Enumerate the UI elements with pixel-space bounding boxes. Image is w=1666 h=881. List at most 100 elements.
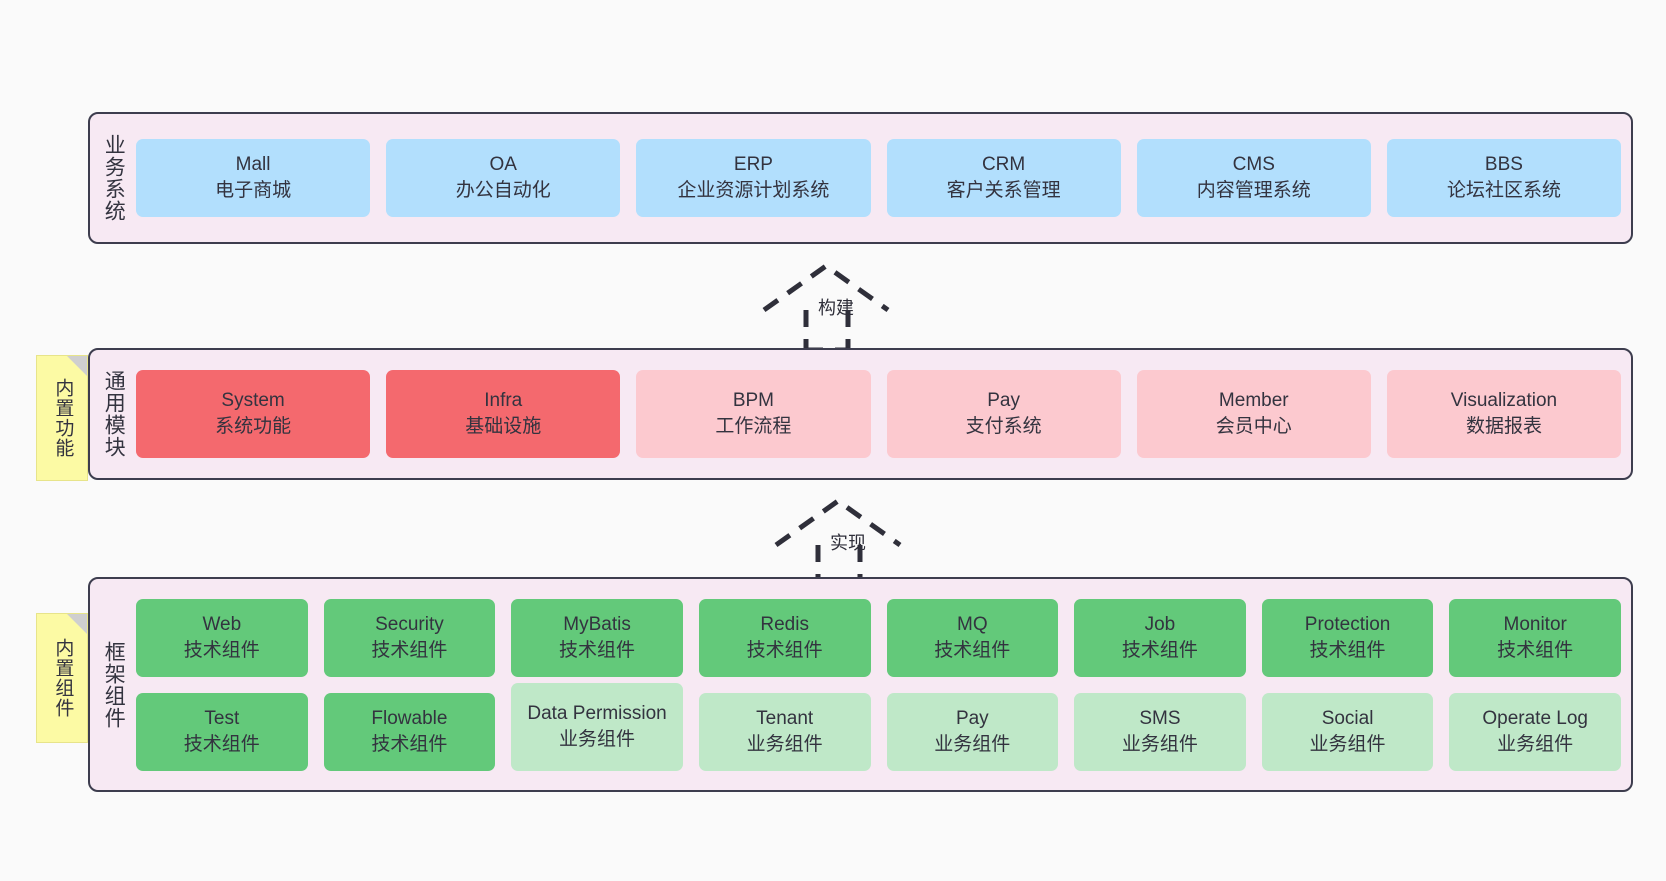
node-sms[interactable]: SMS 业务组件 — [1074, 692, 1246, 771]
node-cms-desc: 内容管理系统 — [1196, 180, 1311, 201]
node-flowable-desc: 技术组件 — [371, 733, 448, 755]
node-tenant-desc: 业务组件 — [746, 733, 823, 755]
node-sms-name: SMS — [1139, 707, 1181, 729]
node-job-desc: 技术组件 — [1121, 639, 1198, 661]
node-system[interactable]: System 系统功能 — [136, 370, 371, 458]
node-data-permission-name: Data Permission — [527, 702, 667, 724]
node-member[interactable]: Member 会员中心 — [1136, 370, 1371, 458]
node-test-desc: 技术组件 — [183, 733, 260, 755]
node-job[interactable]: Job 技术组件 — [1074, 598, 1246, 677]
note-fold-icon — [67, 356, 87, 376]
node-job-name: Job — [1144, 613, 1176, 635]
node-social[interactable]: Social 业务组件 — [1261, 692, 1434, 771]
framework-biz-row: Test 技术组件 Flowable 技术组件 Data Permission … — [136, 682, 1621, 771]
connector-implement: 实现 — [772, 497, 922, 590]
node-pay-component[interactable]: Pay 业务组件 — [886, 692, 1059, 771]
note-fold-icon — [67, 614, 87, 634]
node-oa[interactable]: OA 办公自动化 — [386, 139, 621, 217]
node-pay-module[interactable]: Pay 支付系统 — [886, 370, 1121, 458]
node-bbs[interactable]: BBS 论坛社区系统 — [1386, 139, 1622, 217]
node-oa-name: OA — [489, 154, 517, 176]
node-test-name: Test — [204, 707, 240, 729]
node-mall-desc: 电子商城 — [215, 180, 292, 201]
node-bbs-desc: 论坛社区系统 — [1446, 180, 1561, 201]
node-pay-module-name: Pay — [987, 390, 1020, 412]
node-social-name: Social — [1321, 707, 1374, 729]
node-member-name: Member — [1218, 390, 1289, 412]
node-infra[interactable]: Infra 基础设施 — [386, 370, 621, 458]
common-module-node-row: System 系统功能 Infra 基础设施 BPM 工作流程 Pay 支付系统… — [136, 370, 1622, 458]
framework-tech-row: Web 技术组件 Security 技术组件 MyBatis 技术组件 Redi… — [136, 598, 1621, 677]
node-cms-name: CMS — [1232, 154, 1275, 176]
node-web[interactable]: Web 技术组件 — [136, 598, 308, 677]
node-monitor-desc: 技术组件 — [1497, 639, 1574, 661]
node-operate-log-name: Operate Log — [1482, 707, 1588, 729]
node-visualization[interactable]: Visualization 数据报表 — [1386, 370, 1622, 458]
node-pay-module-desc: 支付系统 — [965, 416, 1042, 437]
node-infra-name: Infra — [484, 390, 523, 412]
node-mq-desc: 技术组件 — [934, 639, 1011, 661]
node-security-name: Security — [375, 613, 444, 635]
node-test[interactable]: Test 技术组件 — [136, 692, 308, 771]
node-bpm[interactable]: BPM 工作流程 — [636, 370, 871, 458]
node-visualization-desc: 数据报表 — [1465, 416, 1542, 437]
node-cms[interactable]: CMS 内容管理系统 — [1136, 139, 1371, 217]
node-crm-name: CRM — [981, 154, 1026, 176]
note-builtin-function-label: 内置功能 — [52, 378, 74, 458]
build-arrowhead — [762, 262, 890, 313]
node-sms-desc: 业务组件 — [1121, 733, 1198, 755]
layer-framework-component: 框架组件 Web 技术组件 Security 技术组件 MyBatis 技术组件… — [88, 577, 1633, 792]
node-operate-log[interactable]: Operate Log 业务组件 — [1449, 692, 1621, 771]
node-pay-component-desc: 业务组件 — [934, 733, 1011, 755]
node-bpm-name: BPM — [732, 390, 775, 412]
layer-common-module: 通用模块 System 系统功能 Infra 基础设施 BPM 工作流程 Pay… — [88, 348, 1633, 480]
node-monitor-name: Monitor — [1503, 613, 1567, 635]
node-flowable[interactable]: Flowable 技术组件 — [323, 692, 496, 771]
node-data-permission-desc: 业务组件 — [559, 728, 636, 750]
node-mall-name: Mall — [235, 154, 271, 176]
node-system-name: System — [221, 390, 285, 412]
node-erp-name: ERP — [733, 154, 773, 176]
node-crm-desc: 客户关系管理 — [946, 180, 1061, 201]
node-pay-component-name: Pay — [955, 707, 989, 729]
node-mall[interactable]: Mall 电子商城 — [136, 139, 371, 217]
node-oa-desc: 办公自动化 — [455, 180, 551, 201]
node-protection[interactable]: Protection 技术组件 — [1261, 598, 1434, 677]
node-bpm-desc: 工作流程 — [715, 416, 792, 437]
node-mq[interactable]: MQ 技术组件 — [886, 598, 1059, 677]
node-erp-desc: 企业资源计划系统 — [677, 180, 830, 201]
node-security[interactable]: Security 技术组件 — [323, 598, 496, 677]
node-erp[interactable]: ERP 企业资源计划系统 — [636, 139, 871, 217]
node-protection-desc: 技术组件 — [1309, 639, 1386, 661]
node-social-desc: 业务组件 — [1309, 733, 1386, 755]
node-visualization-name: Visualization — [1450, 390, 1558, 412]
node-web-name: Web — [202, 613, 242, 635]
connector-build: 构建 — [760, 262, 910, 353]
node-mybatis-desc: 技术组件 — [559, 639, 636, 661]
node-tenant[interactable]: Tenant 业务组件 — [698, 692, 871, 771]
connector-implement-label: 实现 — [830, 533, 866, 553]
node-crm[interactable]: CRM 客户关系管理 — [886, 139, 1121, 217]
layer-title-business-system: 业务系统 — [102, 134, 126, 222]
node-monitor[interactable]: Monitor 技术组件 — [1449, 598, 1621, 677]
node-infra-desc: 基础设施 — [465, 416, 542, 437]
note-builtin-component: 内置组件 — [36, 613, 88, 743]
node-protection-name: Protection — [1304, 613, 1391, 635]
implement-arrowhead — [774, 497, 902, 548]
node-tenant-name: Tenant — [756, 707, 814, 729]
node-system-desc: 系统功能 — [215, 416, 292, 437]
node-flowable-name: Flowable — [371, 707, 448, 729]
layer-business-system: 业务系统 Mall 电子商城 OA 办公自动化 ERP 企业资源计划系统 CRM… — [88, 112, 1633, 244]
node-mybatis[interactable]: MyBatis 技术组件 — [511, 598, 683, 677]
layer-title-framework-component: 框架组件 — [102, 640, 126, 729]
note-builtin-function: 内置功能 — [36, 355, 88, 481]
node-mq-name: MQ — [957, 613, 988, 635]
layer-title-common-module: 通用模块 — [102, 370, 126, 458]
connector-build-label: 构建 — [818, 298, 854, 318]
node-redis[interactable]: Redis 技术组件 — [698, 598, 871, 677]
node-data-permission[interactable]: Data Permission 业务组件 — [511, 682, 683, 771]
node-member-desc: 会员中心 — [1215, 416, 1292, 437]
node-operate-log-desc: 业务组件 — [1497, 733, 1574, 755]
node-security-desc: 技术组件 — [371, 639, 448, 661]
